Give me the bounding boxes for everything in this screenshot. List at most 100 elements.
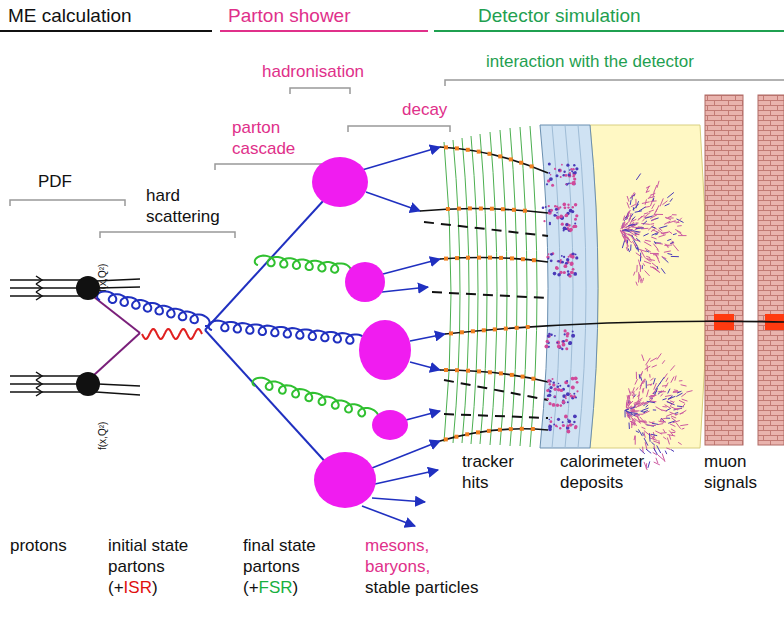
deposit-dot xyxy=(565,223,569,227)
hit-mark xyxy=(521,375,525,379)
shower-line xyxy=(641,223,650,224)
deposit-dot xyxy=(575,254,577,256)
deposit-dot xyxy=(573,178,576,181)
shower-line xyxy=(656,382,661,389)
deposit-dot xyxy=(554,168,556,170)
shower-line xyxy=(674,245,679,251)
deposit-dot xyxy=(546,389,549,392)
shower-line xyxy=(677,225,682,227)
shower-line xyxy=(636,201,639,208)
shower-line xyxy=(642,355,644,362)
hit-mark xyxy=(509,427,513,431)
shower-line xyxy=(642,265,643,269)
shower-line xyxy=(657,445,661,453)
deposit-dot xyxy=(569,209,573,213)
deposit-dot xyxy=(570,393,572,395)
deposit-dot xyxy=(545,345,549,349)
shower-line xyxy=(638,391,640,399)
section-underlines xyxy=(0,31,784,32)
shower-line xyxy=(643,221,647,225)
shower-line xyxy=(668,221,676,224)
deposit-dot xyxy=(549,419,551,421)
deposit-dot xyxy=(554,388,557,391)
shower-line xyxy=(649,197,655,199)
deposit-dot xyxy=(549,177,553,181)
hit-mark xyxy=(531,427,535,431)
shower-line xyxy=(670,424,676,427)
shower-line xyxy=(653,254,659,255)
hit-mark xyxy=(499,371,503,375)
deposit-dot xyxy=(565,174,568,177)
shower-line xyxy=(642,278,644,281)
deposit-dot xyxy=(571,385,575,389)
hit-mark xyxy=(477,150,481,154)
shower-line xyxy=(640,280,642,284)
shower-line xyxy=(671,416,676,418)
shower-line xyxy=(623,232,626,233)
hit-mark xyxy=(477,256,481,260)
hadron-blobs xyxy=(312,157,411,508)
shower-line xyxy=(666,378,668,382)
deposit-dot xyxy=(562,400,566,404)
hit-mark xyxy=(477,369,481,373)
deposit-dot xyxy=(564,415,568,419)
caption-part: ) xyxy=(152,578,158,599)
shower-line xyxy=(671,429,675,432)
deposit-dot xyxy=(554,396,556,398)
deposit-dot xyxy=(570,182,572,184)
deposit-dot xyxy=(564,264,568,268)
deposit-dot xyxy=(566,227,570,231)
shower-line xyxy=(649,422,652,423)
shower-line xyxy=(629,224,637,228)
deposit-dot xyxy=(550,420,553,423)
hit-mark xyxy=(519,161,523,165)
stage-caption: initial state partons xyxy=(108,536,220,577)
deposit-dot xyxy=(564,329,567,332)
shower-line xyxy=(626,247,627,251)
shower-line xyxy=(662,360,665,364)
shower-line xyxy=(650,198,653,206)
deposit-dot xyxy=(569,172,571,174)
hit-mark xyxy=(449,331,453,335)
shower-line xyxy=(672,214,677,215)
shower-line xyxy=(636,265,637,272)
deposit-dot xyxy=(561,223,564,226)
deposit-dot xyxy=(570,262,574,266)
deposit-dot xyxy=(557,260,560,263)
deposit-dot xyxy=(557,345,561,349)
deposit-dot xyxy=(565,347,568,350)
shower-line xyxy=(642,433,643,436)
shower-line xyxy=(654,185,657,192)
hit-mark xyxy=(531,377,535,381)
deposit-dot xyxy=(561,261,564,264)
shower-line xyxy=(654,462,660,465)
shower-line xyxy=(662,257,668,263)
stage-label: decay xyxy=(402,100,447,121)
shower-line xyxy=(644,213,648,214)
shower-line xyxy=(656,243,663,244)
deposit-dot xyxy=(572,172,574,174)
shower-line xyxy=(669,435,670,440)
deposit-dot xyxy=(546,183,548,185)
deposit-dot xyxy=(549,402,552,405)
shower-line xyxy=(631,204,636,207)
hit-mark xyxy=(455,146,459,150)
shower-line xyxy=(679,380,683,381)
stage-label: parton cascade xyxy=(232,118,322,159)
gluon-coil xyxy=(209,321,366,345)
stage-caption: final state partons xyxy=(243,536,347,577)
hit-mark xyxy=(498,428,502,432)
hit-mark xyxy=(482,328,486,332)
shower-line xyxy=(627,196,629,202)
hit-mark xyxy=(466,256,470,260)
deposit-dot xyxy=(565,340,567,342)
deposit-dot xyxy=(552,403,556,407)
shower-line xyxy=(630,245,631,251)
deposit-dot xyxy=(575,214,578,217)
shower-line xyxy=(635,199,636,206)
shower-line xyxy=(663,406,667,408)
deposit-dot xyxy=(572,268,575,271)
deposit-dot xyxy=(557,273,561,277)
deposit-dot xyxy=(559,385,561,387)
shower-line xyxy=(647,390,649,397)
